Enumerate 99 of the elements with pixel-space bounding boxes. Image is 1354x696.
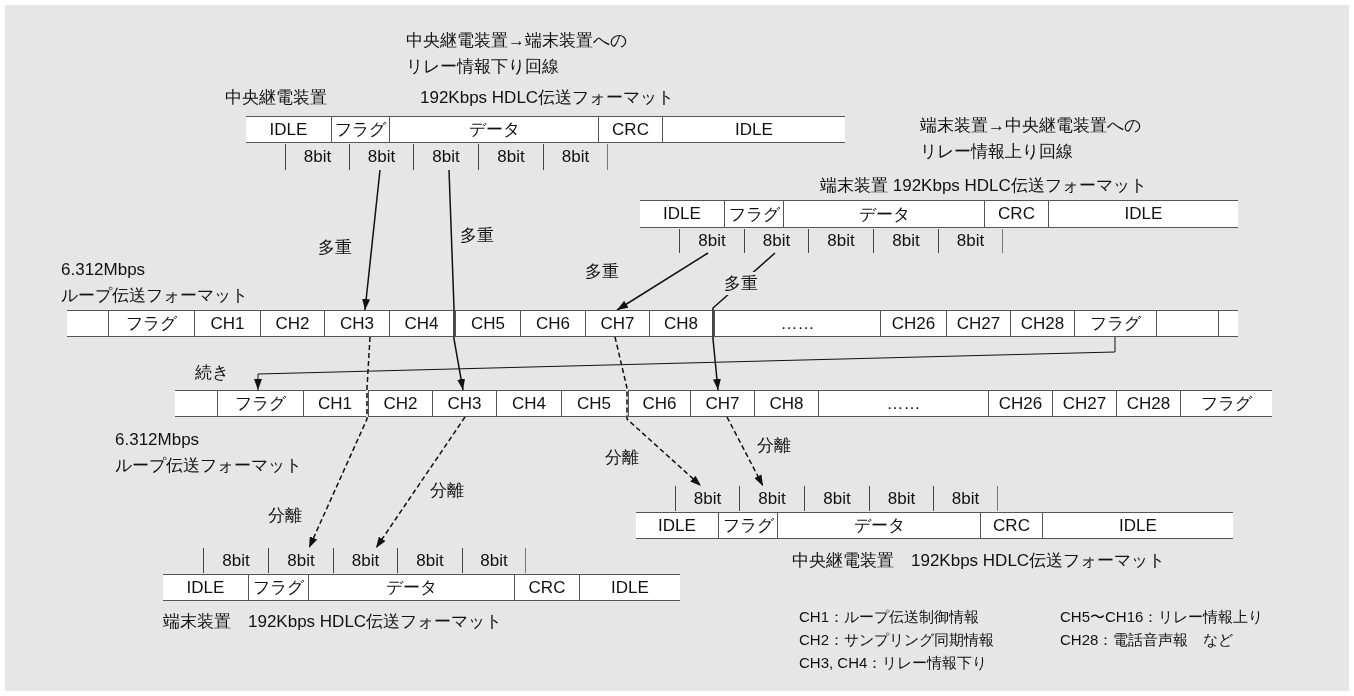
octet-field: 8bit — [808, 229, 873, 253]
format-cell: フラグ — [718, 512, 777, 539]
format-cell: CH5 — [561, 390, 626, 417]
octet-field: 8bit — [873, 229, 938, 253]
octet-field: 8bit — [938, 229, 1003, 253]
format-cell: CH7 — [690, 390, 754, 417]
format-cell: IDLE — [662, 116, 845, 143]
format-cell: …… — [714, 310, 880, 337]
format-cell: フラグ — [108, 310, 194, 337]
format-cell: CH1 — [303, 390, 366, 417]
octet-field: 8bit — [804, 486, 869, 511]
format-cell: データ — [389, 116, 598, 143]
octet-field: 8bit — [739, 486, 804, 511]
format-cell: CH4 — [389, 310, 453, 337]
format-cell — [175, 390, 217, 417]
octet-field: 8bit — [397, 548, 462, 573]
format-cell: CH27 — [1052, 390, 1116, 417]
format-cell: CH5 — [455, 310, 520, 337]
arrow — [448, 169, 466, 391]
channel-note: CH2：サンプリング同期情報 — [799, 630, 994, 650]
octet-field: 8bit — [869, 486, 933, 511]
format-cell: CRC — [984, 200, 1048, 228]
format-title: 端末装置 192Kbps HDLC伝送フォーマット — [820, 175, 1147, 197]
line-title: 中央継電装置→端末装置へのリレー情報下り回線 — [406, 30, 628, 78]
edge-label: 分離 — [428, 479, 466, 502]
format-cell: CH28 — [1116, 390, 1180, 417]
format-cell: CH3 — [432, 390, 496, 417]
format-cell: CH7 — [585, 310, 649, 337]
octet-field: 8bit — [413, 144, 478, 170]
format-cell: IDLE — [636, 512, 718, 539]
format-cell: CH6 — [520, 310, 585, 337]
arrow — [362, 169, 381, 311]
format-cell: CH2 — [368, 390, 432, 417]
format-cell: CRC — [514, 574, 579, 601]
format-title: 192Kbps HDLC伝送フォーマット — [420, 87, 675, 109]
arrow — [308, 336, 371, 549]
octet-field: 8bit — [478, 144, 543, 170]
format-title: 中央継電装置 192Kbps HDLC伝送フォーマット — [792, 550, 1166, 572]
format-cell: フラグ — [331, 116, 389, 143]
format-cell: CH2 — [260, 310, 324, 337]
octet-field: 8bit — [349, 144, 413, 170]
format-cell: CH3 — [324, 310, 389, 337]
octet-field: 8bit — [744, 229, 808, 253]
format-cell — [67, 310, 108, 337]
format-title: 6.312Mbps ループ伝送フォーマット — [115, 429, 303, 477]
format-cell — [1218, 310, 1238, 337]
arrow — [616, 252, 709, 311]
format-cell — [1156, 310, 1218, 337]
format-cell: CH26 — [880, 310, 946, 337]
arrow — [726, 416, 764, 487]
format-cell: フラグ — [1180, 390, 1272, 417]
format-cell: IDLE — [640, 200, 724, 228]
channel-note: CH3, CH4：リレー情報下り — [799, 653, 988, 673]
format-cell: フラグ — [248, 574, 308, 601]
channel-note: CH1：ループ伝送制御情報 — [799, 607, 979, 627]
octet-field: 8bit — [333, 548, 397, 573]
format-title: 6.312Mbps ループ伝送フォーマット — [61, 259, 249, 307]
format-cell: データ — [783, 200, 984, 228]
edge-label: 多重 — [722, 272, 760, 295]
format-cell: CH27 — [946, 310, 1010, 337]
edge-label: 分離 — [755, 434, 793, 457]
octet-field: 8bit — [933, 486, 998, 511]
octet-field: 8bit — [285, 144, 349, 170]
format-cell: CRC — [598, 116, 662, 143]
format-cell: IDLE — [246, 116, 331, 143]
octet-field: 8bit — [679, 229, 744, 253]
format-cell: フラグ — [1074, 310, 1156, 337]
arrow — [254, 336, 1116, 391]
format-title: 端末装置 192Kbps HDLC伝送フォーマット — [163, 611, 503, 633]
format-cell: CH8 — [649, 310, 712, 337]
arrow — [614, 336, 702, 487]
format-cell: CH28 — [1010, 310, 1074, 337]
format-cell: CH6 — [628, 390, 690, 417]
format-cell: データ — [777, 512, 980, 539]
octet-field: 8bit — [203, 548, 268, 573]
edge-label: 分離 — [603, 446, 641, 469]
format-cell: フラグ — [217, 390, 303, 417]
channel-note: CH5〜CH16：リレー情報上り — [1060, 607, 1264, 627]
octet-field: 8bit — [268, 548, 333, 573]
format-cell: CH26 — [988, 390, 1052, 417]
format-cell: CRC — [980, 512, 1042, 539]
edge-label: 分離 — [266, 504, 304, 527]
device-label: 中央継電装置 — [225, 87, 327, 109]
arrow — [375, 416, 466, 549]
format-cell: データ — [308, 574, 514, 601]
octet-field: 8bit — [675, 486, 739, 511]
format-cell: IDLE — [163, 574, 248, 601]
format-cell: CH8 — [754, 390, 818, 417]
format-cell: IDLE — [579, 574, 680, 601]
format-cell: CH4 — [496, 390, 561, 417]
line-title: 端末装置→中央継電装置へのリレー情報上り回線 — [920, 115, 1142, 163]
format-cell: …… — [818, 390, 988, 417]
format-cell: CH1 — [194, 310, 260, 337]
format-cell: IDLE — [1048, 200, 1238, 228]
format-cell: フラグ — [724, 200, 783, 228]
format-cell: IDLE — [1042, 512, 1233, 539]
octet-field: 8bit — [543, 144, 608, 170]
channel-note: CH28：電話音声報 など — [1060, 630, 1234, 650]
octet-field: 8bit — [462, 548, 526, 573]
